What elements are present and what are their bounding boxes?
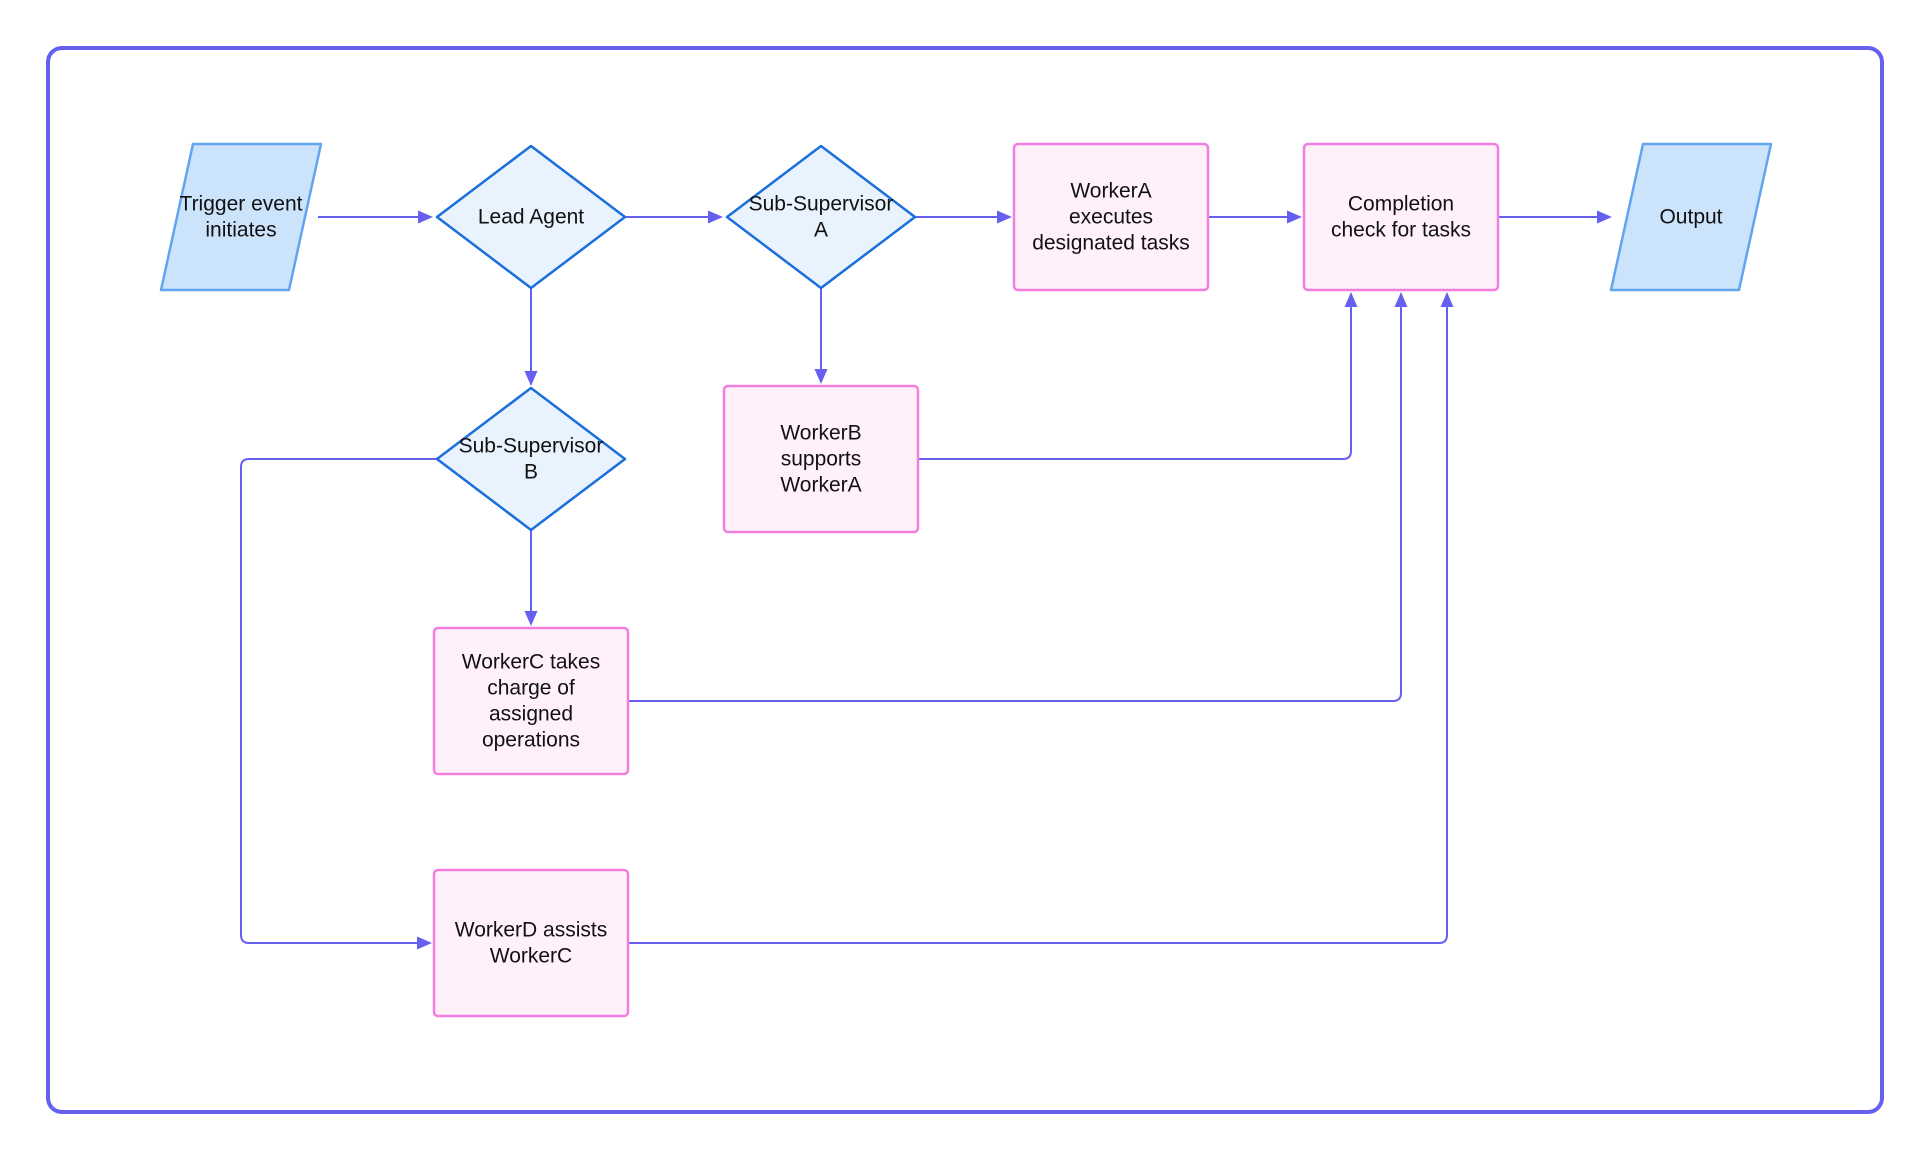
arrowhead — [1394, 292, 1408, 307]
node-workerA[interactable]: WorkerA executes designated tasks — [1012, 142, 1210, 292]
edge-subA-to-workerB — [814, 288, 828, 384]
node-label-line: WorkerA — [1070, 180, 1151, 203]
arrowhead — [417, 936, 432, 950]
edge-completion-to-output — [1498, 210, 1612, 224]
node-label-line: initiates — [205, 219, 276, 242]
node-label-line: Sub-Supervisor — [749, 193, 894, 216]
node-label-line: WorkerD assists — [455, 919, 607, 942]
node-label-line: WorkerA — [780, 474, 861, 497]
decision-diamond — [725, 144, 917, 290]
arrowhead — [524, 371, 538, 386]
edge-workerA-to-completion — [1208, 210, 1302, 224]
edge-subB-to-workerD — [240, 458, 437, 950]
edge-workerD-to-completion — [628, 292, 1454, 944]
node-label-line: Sub-Supervisor — [459, 435, 604, 458]
arrowhead — [1597, 210, 1612, 224]
node-output[interactable]: Output — [1609, 142, 1773, 292]
edge-line — [628, 307, 1448, 944]
edge-subB-to-workerC — [524, 530, 538, 626]
arrowhead — [418, 210, 433, 224]
process-box — [722, 384, 920, 534]
node-label-line: charge of — [487, 677, 575, 700]
node-label-line: assigned — [489, 703, 573, 726]
node-workerC[interactable]: WorkerC takes charge of assigned operations — [432, 626, 630, 776]
io-parallelogram — [1609, 142, 1773, 292]
edge-line — [628, 307, 1402, 702]
node-label-line: check for tasks — [1331, 219, 1471, 242]
arrowhead — [524, 611, 538, 626]
node-label-line: Lead Agent — [478, 206, 584, 229]
arrowhead — [997, 210, 1012, 224]
node-completion[interactable]: Completion check for tasks — [1302, 142, 1500, 292]
connectors — [240, 210, 1612, 950]
edge-line — [240, 458, 437, 944]
node-label-line: Completion — [1348, 193, 1454, 216]
arrowhead — [1440, 292, 1454, 307]
process-box — [1302, 142, 1500, 292]
arrowhead — [1344, 292, 1358, 307]
edge-workerB-to-completion — [918, 292, 1358, 460]
decision-diamond — [435, 386, 627, 532]
node-trigger[interactable]: Trigger event initiates — [159, 142, 323, 292]
decision-diamond — [435, 144, 627, 290]
edge-workerC-to-completion — [628, 292, 1408, 702]
process-box — [1012, 142, 1210, 292]
node-label-line: Trigger event — [180, 193, 303, 216]
node-label-line: supports — [781, 448, 862, 471]
diagram-frame — [46, 46, 1884, 1114]
node-label-line: Output — [1659, 206, 1722, 229]
process-box — [432, 868, 630, 1018]
edge-subA-to-workerA — [915, 210, 1012, 224]
node-label-line: WorkerC takes — [462, 651, 600, 674]
edge-lead-to-subB — [524, 288, 538, 386]
node-label-line: WorkerB — [780, 422, 861, 445]
arrowhead — [814, 369, 828, 384]
node-label-line: WorkerC — [490, 945, 572, 968]
node-label-line: A — [814, 219, 828, 242]
edge-lead-to-subA — [625, 210, 723, 224]
io-parallelogram — [159, 142, 323, 292]
process-box — [432, 626, 630, 776]
node-label-line: B — [524, 461, 538, 484]
edge-line — [918, 307, 1352, 460]
edge-trigger-to-lead — [318, 210, 433, 224]
node-label-line: designated tasks — [1032, 232, 1190, 255]
arrowhead — [1287, 210, 1302, 224]
node-lead[interactable]: Lead Agent — [435, 144, 627, 290]
node-label-line: executes — [1069, 206, 1153, 229]
node-label-line: operations — [482, 729, 580, 752]
arrowhead — [708, 210, 723, 224]
